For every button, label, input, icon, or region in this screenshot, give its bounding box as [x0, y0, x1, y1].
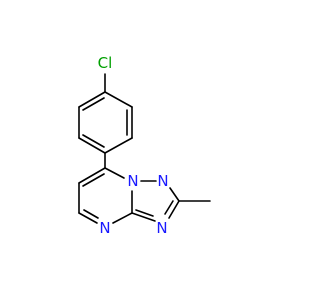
atom-label-n-triazole-bottom: N	[156, 219, 167, 237]
bond-ring-a3-inner	[82, 134, 105, 148]
bond-n4-c3a	[112, 212, 133, 224]
bond-c5-n4-inner	[83, 209, 99, 219]
bond-n3-c3a-inner	[135, 209, 154, 217]
bond-c2-n3	[168, 200, 180, 219]
bond-n1-c2	[169, 187, 180, 202]
bond-ring-a1	[78, 91, 106, 108]
bond-ring-a1-inner	[82, 97, 105, 111]
bond-c2-n3-inner	[164, 200, 174, 215]
bond-c7-c6-inner	[82, 173, 105, 187]
bond-c5-n4	[78, 212, 98, 224]
bond-ring-a4	[104, 137, 133, 154]
atom-label-n-pyrimidine: N	[99, 219, 110, 237]
bond-ring-a6	[104, 91, 133, 108]
atom-label-cl: Cl	[98, 54, 113, 72]
molecule-structure-diagram: Cl N N N N	[78, 54, 211, 237]
bond-ring-a3	[78, 137, 106, 154]
atom-label-n-bridge: N	[127, 172, 138, 190]
bond-c7-c6	[78, 167, 106, 184]
bond-n3-c3a	[131, 212, 156, 222]
atom-labels: Cl N N N N	[98, 54, 169, 237]
atom-label-n-triazole-top: N	[157, 172, 168, 190]
bonds	[78, 73, 211, 224]
bond-n8-c7	[104, 167, 125, 179]
